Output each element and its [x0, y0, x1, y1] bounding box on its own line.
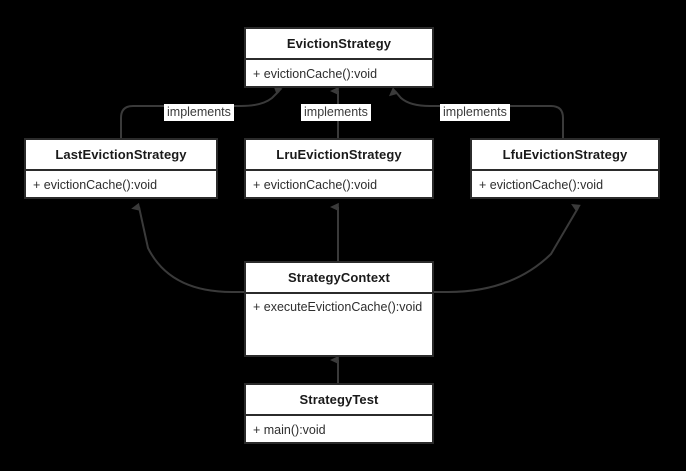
class-divider — [246, 58, 432, 60]
class-box-eviction-strategy[interactable]: EvictionStrategy + evictionCache():void — [244, 27, 434, 88]
class-box-lfu-eviction-strategy[interactable]: LfuEvictionStrategy + evictionCache():vo… — [470, 138, 660, 199]
class-box-strategy-test[interactable]: StrategyTest + main():void — [244, 383, 434, 444]
class-name-strategy-test: StrategyTest — [299, 392, 379, 407]
class-name-lfu-eviction-strategy: LfuEvictionStrategy — [502, 147, 628, 162]
class-name-last-eviction-strategy: LastEvictionStrategy — [55, 147, 187, 162]
class-members-last-eviction-strategy: + evictionCache():void — [33, 178, 158, 192]
class-box-strategy-context[interactable]: StrategyContext + executeEvictionCache()… — [244, 261, 434, 357]
class-divider — [246, 414, 432, 416]
edge-label-implements-right: implements — [440, 104, 510, 121]
class-members-eviction-strategy: + evictionCache():void — [253, 67, 378, 81]
class-name-eviction-strategy: EvictionStrategy — [286, 36, 392, 51]
class-members-strategy-context: + executeEvictionCache():void — [253, 300, 423, 314]
class-box-lru-eviction-strategy[interactable]: LruEvictionStrategy + evictionCache():vo… — [244, 138, 434, 199]
class-box-last-eviction-strategy[interactable]: LastEvictionStrategy + evictionCache():v… — [24, 138, 218, 199]
edge-label-implements-left: implements — [164, 104, 234, 121]
class-divider — [472, 169, 658, 171]
edge-context-to-lfu — [434, 203, 581, 293]
class-name-lru-eviction-strategy: LruEvictionStrategy — [276, 147, 402, 162]
class-name-strategy-context: StrategyContext — [288, 270, 390, 285]
edge-context-to-last — [131, 202, 244, 293]
class-divider — [246, 292, 432, 294]
class-divider — [26, 169, 216, 171]
class-divider — [246, 169, 432, 171]
class-members-strategy-test: + main():void — [253, 423, 326, 437]
edge-label-implements-mid: implements — [301, 104, 371, 121]
class-members-lru-eviction-strategy: + evictionCache():void — [253, 178, 378, 192]
class-members-lfu-eviction-strategy: + evictionCache():void — [479, 178, 604, 192]
